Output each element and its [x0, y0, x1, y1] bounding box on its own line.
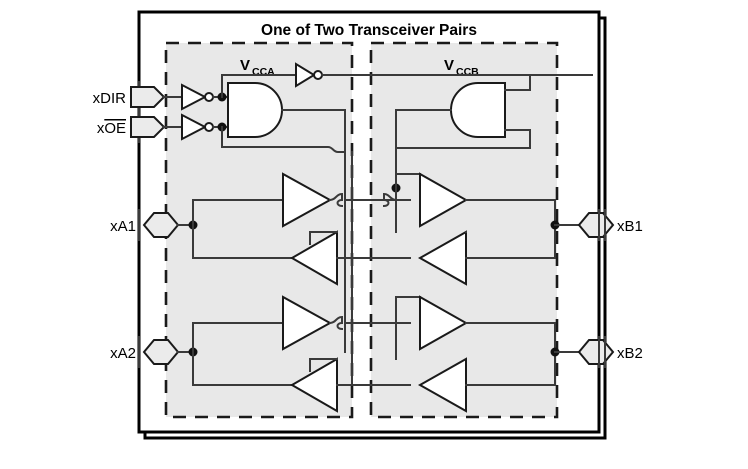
page-title: One of Two Transceiver Pairs — [261, 22, 477, 39]
buffer-b1-in — [417, 224, 556, 286]
pin-xdir[interactable]: xDIR — [93, 81, 183, 113]
pin-label-xa1: xA1 — [110, 218, 136, 235]
rail-label-vccb-base: V — [444, 57, 454, 74]
xa2-pin-shape[interactable] — [142, 339, 180, 365]
and-gate-b — [395, 74, 531, 166]
buffer-a2-in — [290, 357, 411, 413]
buffer-a1-in — [290, 230, 411, 286]
pin-label-xoe: xOE — [97, 120, 126, 137]
pin-label-xb1: xB1 — [617, 218, 643, 235]
pin-xa1[interactable]: xA1 — [110, 209, 198, 241]
pin-xb1[interactable]: xB1 — [550, 209, 643, 241]
pin-xa2[interactable]: xA2 — [110, 336, 198, 368]
rail-label-vcca-base: V — [240, 57, 250, 74]
xoe-overlined: OE — [104, 120, 126, 137]
pin-label-xdir: xDIR — [93, 90, 127, 107]
buffer-a1-out — [282, 172, 411, 228]
ctrl-hop-b1 — [382, 192, 398, 208]
xoe-pin-shape[interactable] — [130, 116, 166, 138]
xoe-prefix: x — [97, 120, 105, 137]
and-gate-a — [227, 82, 346, 138]
buffer-b2-out — [419, 295, 556, 353]
buffer-b2-in — [417, 351, 556, 413]
buffer-a2-out — [282, 295, 411, 351]
pin-label-xa2: xA2 — [110, 345, 136, 362]
buffer-b1-out — [419, 172, 556, 228]
xdir-pin-shape[interactable] — [130, 86, 166, 108]
pin-xb2[interactable]: xB2 — [550, 336, 643, 368]
rail-label-vcca-sub: CCA — [252, 66, 275, 78]
pin-label-xb2: xB2 — [617, 345, 643, 362]
wire-oe-across — [221, 146, 346, 153]
rail-label-vccb-sub: CCB — [456, 66, 479, 78]
pin-xoe[interactable]: xOE — [97, 111, 183, 143]
pin-label-xoe-text: xOE — [97, 120, 126, 137]
inverter-top — [295, 62, 593, 88]
xa1-pin-shape[interactable] — [142, 212, 180, 238]
